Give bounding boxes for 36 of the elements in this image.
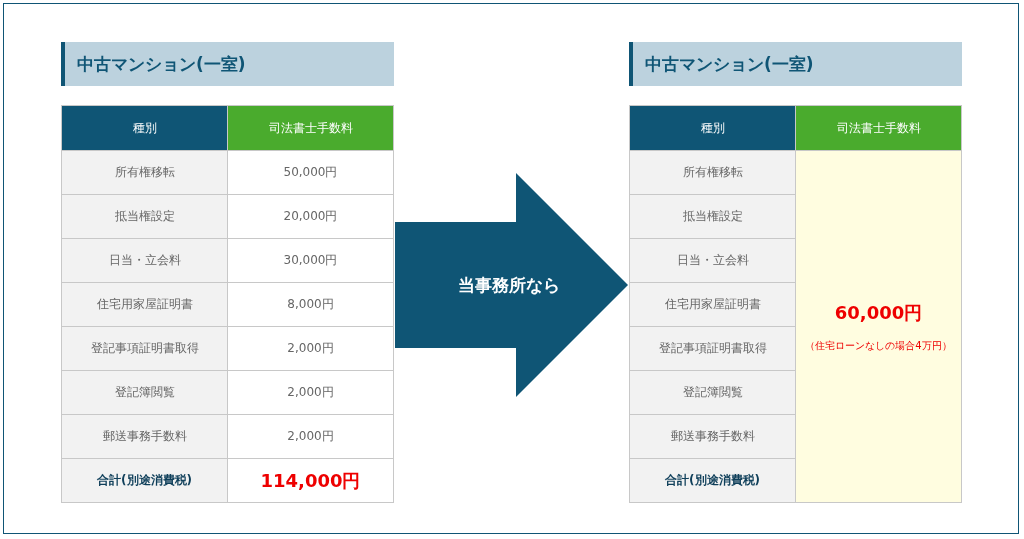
fee-amount: 20,000円 [227, 194, 394, 239]
fee-amount: 30,000円 [227, 238, 394, 283]
total-amount: 114,000円 [227, 458, 394, 503]
item-name: 登記事項証明書取得 [61, 326, 228, 371]
fee-amount: 2,000円 [227, 370, 394, 415]
fee-amount: 8,000円 [227, 282, 394, 327]
table-heading: 中古マンション(一室) [645, 53, 814, 76]
item-name: 登記事項証明書取得 [629, 326, 796, 371]
column-header: 司法書士手数料 [227, 105, 394, 151]
column-header: 司法書士手数料 [795, 105, 962, 151]
fee-table [629, 42, 962, 506]
edge-label: 当事務所なら [457, 273, 560, 297]
total-amount: 60,000円 [834, 300, 923, 325]
item-name: 所有権移転 [629, 150, 796, 195]
item-name: 登記簿閲覧 [629, 370, 796, 415]
item-name: 住宅用家屋証明書 [61, 282, 228, 327]
fee-amount: 50,000円 [227, 150, 394, 195]
item-name: 抵当権設定 [629, 194, 796, 239]
fee-note: （住宅ローンなしの場合4万円） [805, 338, 952, 353]
item-name: 登記簿閲覧 [61, 370, 228, 415]
item-name: 合計(別途消費税) [61, 458, 228, 503]
item-name: 所有権移転 [61, 150, 228, 195]
column-header: 種別 [61, 105, 228, 151]
column-header: 種別 [629, 105, 796, 151]
item-name: 住宅用家屋証明書 [629, 282, 796, 327]
block-arrow [395, 173, 628, 397]
item-name: 郵送事務手数料 [629, 414, 796, 459]
fee-amount: 2,000円 [227, 414, 394, 459]
item-name: 合計(別途消費税) [629, 458, 796, 503]
table-heading: 中古マンション(一室) [77, 53, 246, 76]
item-name: 郵送事務手数料 [61, 414, 228, 459]
item-name: 日当・立会料 [629, 238, 796, 283]
item-name: 日当・立会料 [61, 238, 228, 283]
fee-table [61, 42, 394, 506]
fee-amount: 2,000円 [227, 326, 394, 371]
item-name: 抵当権設定 [61, 194, 228, 239]
